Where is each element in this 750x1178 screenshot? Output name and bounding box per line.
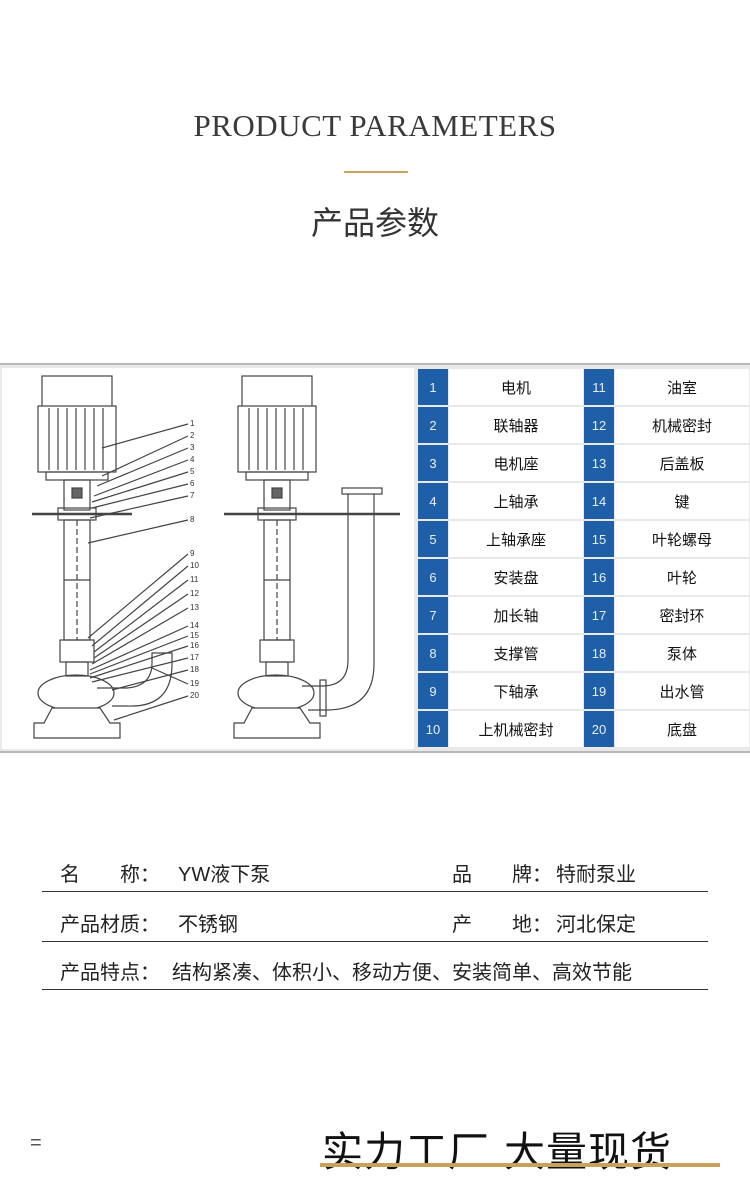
callout-label: 9 <box>190 549 195 558</box>
callout-label: 12 <box>190 589 199 598</box>
part-number: 6 <box>418 559 448 595</box>
part-number: 4 <box>418 483 448 519</box>
part-number: 16 <box>584 559 614 595</box>
footer-slogan: 实力工厂 大量现货 <box>322 1128 673 1176</box>
section-title-en: PRODUCT PARAMETERS <box>193 108 557 143</box>
pump-drawing: 1 2 3 4 5 6 7 8 9 10 11 12 13 14 15 16 1… <box>32 375 400 739</box>
name-label: 名 称： <box>60 864 160 886</box>
part-name: 安装盘 <box>449 559 583 595</box>
callout-label: 1 <box>190 419 195 428</box>
callout-label: 13 <box>190 603 199 612</box>
pump-diagram: 1 2 3 4 5 6 7 8 9 10 11 12 13 14 15 16 1… <box>2 368 414 749</box>
part-name: 下轴承 <box>449 673 583 709</box>
part-number: 1 <box>418 369 448 405</box>
callout-label: 18 <box>190 665 199 674</box>
origin-value: 河北保定 <box>556 914 636 936</box>
slogan-underline <box>320 1163 720 1167</box>
part-number: 10 <box>418 711 448 747</box>
callout-label: 15 <box>190 631 199 640</box>
part-number: 12 <box>584 407 614 443</box>
table-row: 5 上轴承座 15 叶轮螺母 <box>418 521 749 557</box>
table-row: 9 下轴承 19 出水管 <box>418 673 749 709</box>
part-name: 密封环 <box>615 597 749 633</box>
callout-label: 10 <box>190 561 199 570</box>
part-name: 油室 <box>615 369 749 405</box>
part-number: 17 <box>584 597 614 633</box>
part-name: 联轴器 <box>449 407 583 443</box>
table-row: 1 电机 11 油室 <box>418 369 749 405</box>
part-name: 支撑管 <box>449 635 583 671</box>
part-name: 电机座 <box>449 445 583 481</box>
menu-icon[interactable]: = <box>30 1132 42 1154</box>
features-label: 产品特点： <box>60 962 160 984</box>
table-row: 6 安装盘 16 叶轮 <box>418 559 749 595</box>
callout-label: 8 <box>190 515 195 524</box>
name-value: YW液下泵 <box>178 864 271 886</box>
part-number: 20 <box>584 711 614 747</box>
part-name: 加长轴 <box>449 597 583 633</box>
part-number: 14 <box>584 483 614 519</box>
part-name: 上轴承座 <box>449 521 583 557</box>
material-value: 不锈钢 <box>178 914 238 936</box>
table-row: 8 支撑管 18 泵体 <box>418 635 749 671</box>
table-row: 10 上机械密封 20 底盘 <box>418 711 749 747</box>
part-name: 后盖板 <box>615 445 749 481</box>
part-name: 上轴承 <box>449 483 583 519</box>
callout-label: 7 <box>190 491 195 500</box>
part-number: 7 <box>418 597 448 633</box>
origin-label: 产 地： <box>452 914 552 936</box>
table-row: 3 电机座 13 后盖板 <box>418 445 749 481</box>
part-number: 19 <box>584 673 614 709</box>
part-name: 键 <box>615 483 749 519</box>
part-name: 底盘 <box>615 711 749 747</box>
callout-label: 14 <box>190 621 199 630</box>
callout-label: 11 <box>190 575 199 584</box>
info-row-material-origin: 产品材质： 不锈钢 产 地： 河北保定 <box>42 896 708 942</box>
part-name: 出水管 <box>615 673 749 709</box>
section-title-cn: 产品参数 <box>310 204 439 242</box>
parts-table: 1 电机 11 油室 2 联轴器 12 机械密封 3 电机座 13 后盖板 4 … <box>417 367 750 749</box>
part-number: 3 <box>418 445 448 481</box>
features-value: 结构紧凑、体积小、移动方便、安装简单、高效节能 <box>172 962 632 984</box>
table-row: 4 上轴承 14 键 <box>418 483 749 519</box>
callout-numbers: 1 2 3 4 5 6 7 8 9 10 11 12 13 14 15 16 1… <box>190 419 199 700</box>
part-number: 13 <box>584 445 614 481</box>
callout-label: 2 <box>190 431 195 440</box>
callout-label: 17 <box>190 653 199 662</box>
part-name: 泵体 <box>615 635 749 671</box>
part-number: 9 <box>418 673 448 709</box>
pump-right-drawing <box>224 375 400 739</box>
table-row: 7 加长轴 17 密封环 <box>418 597 749 633</box>
title-divider <box>344 171 408 173</box>
brand-label: 品 牌： <box>452 864 552 886</box>
part-name: 叶轮 <box>615 559 749 595</box>
callout-label: 3 <box>190 443 195 452</box>
brand-value: 特耐泵业 <box>556 864 636 886</box>
part-number: 8 <box>418 635 448 671</box>
part-name: 电机 <box>449 369 583 405</box>
part-name: 上机械密封 <box>449 711 583 747</box>
callout-label: 5 <box>190 467 195 476</box>
part-number: 18 <box>584 635 614 671</box>
callout-label: 19 <box>190 679 199 688</box>
part-number: 11 <box>584 369 614 405</box>
part-number: 5 <box>418 521 448 557</box>
material-label: 产品材质： <box>60 914 160 936</box>
part-number: 2 <box>418 407 448 443</box>
part-name: 叶轮螺母 <box>615 521 749 557</box>
table-row: 2 联轴器 12 机械密封 <box>418 407 749 443</box>
callout-label: 20 <box>190 691 199 700</box>
callout-label: 4 <box>190 455 195 464</box>
part-name: 机械密封 <box>615 407 749 443</box>
pump-left-drawing <box>32 375 189 739</box>
callout-label: 16 <box>190 641 199 650</box>
info-row-features: 产品特点： 结构紧凑、体积小、移动方便、安装简单、高效节能 <box>42 944 708 990</box>
info-row-name-brand: 名 称： YW液下泵 品 牌： 特耐泵业 <box>42 846 708 892</box>
part-number: 15 <box>584 521 614 557</box>
callout-label: 6 <box>190 479 195 488</box>
